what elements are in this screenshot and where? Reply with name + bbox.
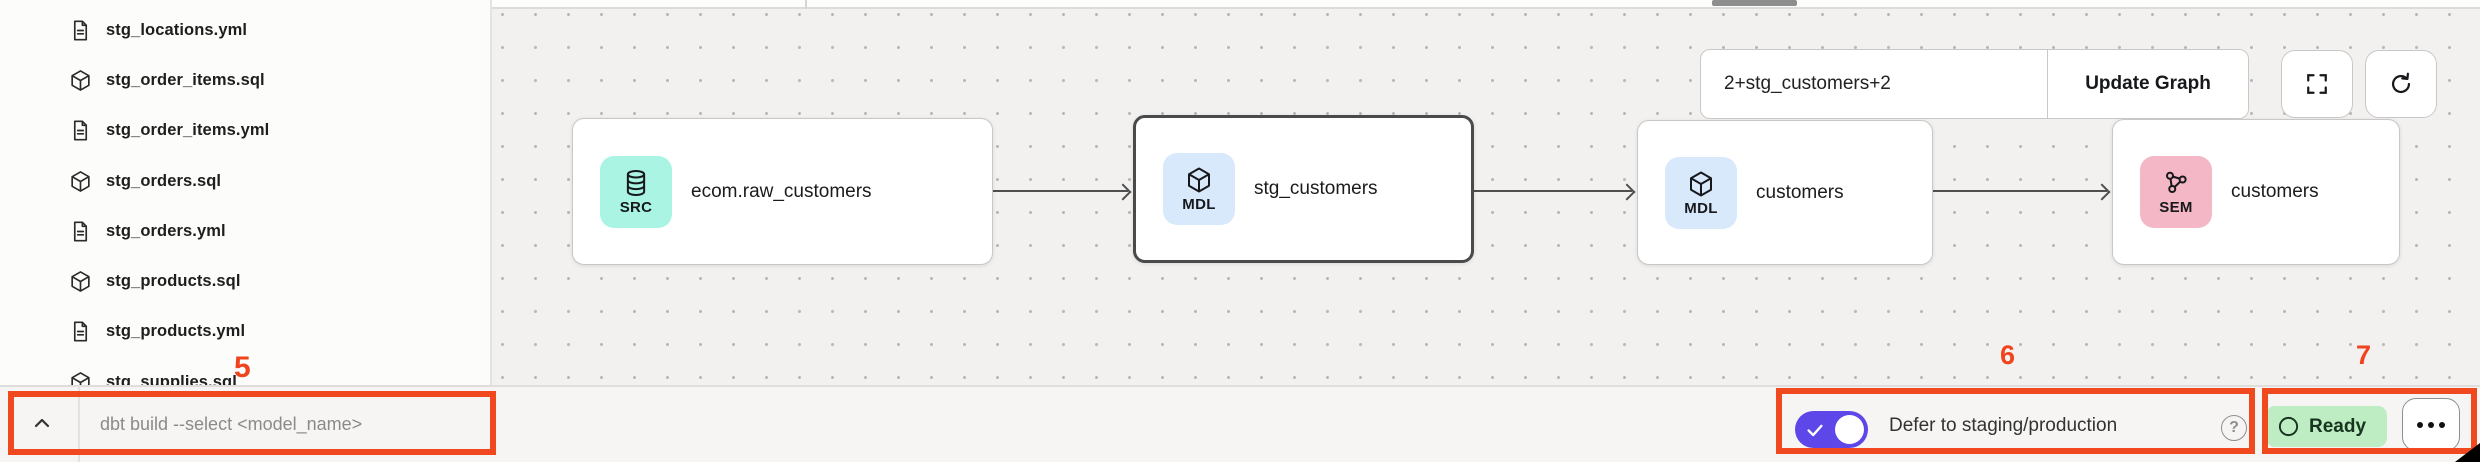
file-item-stg-order-items-sql[interactable]: stg_order_items.sql: [0, 55, 490, 105]
defer-toggle[interactable]: [1795, 411, 1868, 448]
status-text: Ready: [2309, 415, 2367, 437]
model-badge: MDL: [1665, 156, 1737, 229]
edge-customers-to-semantic: [1933, 190, 2107, 192]
cube-icon: [1690, 171, 1712, 196]
selector-group: Update Graph: [1700, 49, 2249, 119]
node-customers-semantic[interactable]: SEM customers: [2112, 119, 2400, 265]
database-icon: [626, 169, 646, 196]
file-doc-icon: [73, 20, 88, 41]
refresh-button[interactable]: [2365, 50, 2437, 118]
fullscreen-button[interactable]: [2281, 50, 2353, 118]
model-cube-icon: [71, 70, 90, 91]
model-badge: MDL: [1163, 153, 1235, 225]
file-name: stg_products.yml: [106, 322, 246, 341]
file-tree-sidebar: stg_locations.yml stg_order_items.sql st…: [0, 0, 492, 385]
node-customers-model[interactable]: MDL customers: [1637, 120, 1933, 265]
file-item-stg-products-sql[interactable]: stg_products.sql: [0, 256, 490, 306]
cube-icon: [1188, 167, 1210, 193]
check-icon: [1807, 424, 1823, 437]
help-glyph: ?: [2229, 419, 2239, 436]
file-name: stg_supplies.sql: [106, 372, 237, 385]
lineage-selector-input[interactable]: [1701, 50, 2047, 118]
file-doc-icon: [73, 120, 88, 141]
defer-label: Defer to staging/production: [1889, 414, 2118, 436]
collapse-panel-button[interactable]: [22, 401, 62, 445]
node-ecom-raw-customers[interactable]: SRC ecom.raw_customers: [572, 118, 993, 265]
pane-divider: [805, 0, 807, 9]
source-badge: SRC: [600, 155, 672, 228]
more-options-button[interactable]: [2402, 398, 2460, 451]
node-label: stg_customers: [1254, 178, 1378, 199]
fullscreen-icon: [2307, 74, 2327, 94]
file-item-stg-orders-yml[interactable]: stg_orders.yml: [0, 206, 490, 256]
node-type-label: SRC: [619, 198, 653, 216]
edge-stg-customers-to-customers: [1474, 190, 1632, 192]
file-name: stg_order_items.sql: [106, 70, 265, 89]
file-item-stg-locations-yml[interactable]: stg_locations.yml: [0, 5, 490, 55]
lineage-canvas[interactable]: SRC ecom.raw_customers MDL stg_customers…: [492, 11, 2480, 385]
model-cube-icon: [71, 371, 90, 385]
semantic-layer-icon: [2165, 171, 2187, 193]
file-item-stg-order-items-yml[interactable]: stg_order_items.yml: [0, 106, 490, 156]
ellipsis-icon: [2417, 421, 2423, 428]
file-name: stg_products.sql: [106, 272, 241, 291]
node-type-label: MDL: [1684, 199, 1718, 217]
node-stg-customers[interactable]: MDL stg_customers: [1133, 115, 1474, 263]
edge-src-to-stg-customers: [993, 190, 1128, 192]
node-type-label: SEM: [2159, 199, 2193, 216]
file-name: stg_orders.yml: [106, 221, 226, 240]
toggle-knob: [1835, 415, 1864, 444]
command-bar: Defer to staging/production ? Ready: [0, 385, 2480, 462]
file-name: stg_orders.sql: [106, 171, 222, 190]
horizontal-scrollbar-thumb[interactable]: [1712, 0, 1797, 6]
refresh-icon: [2391, 72, 2411, 93]
semantic-badge: SEM: [2140, 156, 2212, 228]
file-item-stg-products-yml[interactable]: stg_products.yml: [0, 307, 490, 357]
dbt-command-input[interactable]: [100, 397, 480, 452]
model-cube-icon: [71, 271, 90, 293]
command-bar-divider: [78, 387, 80, 462]
node-type-label: MDL: [1182, 196, 1216, 213]
status-badge-ready[interactable]: Ready: [2266, 406, 2387, 447]
node-label: customers: [2231, 181, 2319, 202]
canvas-top-strip: [492, 0, 2480, 9]
chevron-up-icon: [34, 418, 50, 428]
node-label: customers: [1756, 181, 1844, 203]
status-circle-icon: [2278, 416, 2299, 437]
file-doc-icon: [73, 221, 88, 242]
update-graph-button[interactable]: Update Graph: [2047, 50, 2248, 118]
model-cube-icon: [71, 170, 90, 192]
file-item-stg-orders-sql[interactable]: stg_orders.sql: [0, 156, 490, 206]
help-icon[interactable]: ?: [2221, 415, 2247, 441]
file-name: stg_order_items.yml: [106, 121, 270, 140]
file-doc-icon: [73, 321, 88, 342]
file-name: stg_locations.yml: [106, 20, 248, 39]
file-item-stg-supplies-sql[interactable]: stg_supplies.sql: [0, 357, 490, 385]
node-label: ecom.raw_customers: [691, 180, 872, 202]
